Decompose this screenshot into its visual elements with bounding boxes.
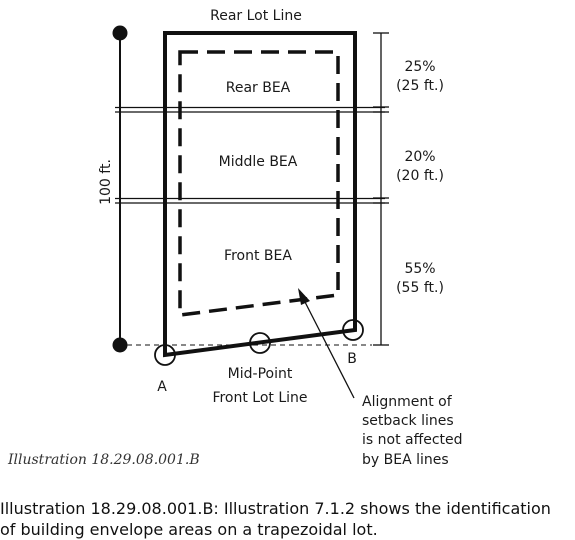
description-text: Illustration 18.29.08.001.B: Illustratio… <box>0 498 575 540</box>
point-b-marker <box>342 319 364 341</box>
depth-label: 100 ft. <box>98 159 114 205</box>
right-dimension-bar <box>373 32 389 346</box>
depth-dimension-top-dot <box>112 25 128 41</box>
note-line3: is not affected <box>362 432 463 448</box>
rear-lot-line-label: Rear Lot Line <box>210 8 302 24</box>
callout-arrowhead <box>298 288 310 305</box>
rear-bea-label: Rear BEA <box>226 80 291 96</box>
midpoint-label-line2: Front Lot Line <box>212 390 307 406</box>
illustration-caption: Illustration 18.29.08.001.B <box>8 452 200 468</box>
midpoint-label-line1: Mid-Point <box>228 366 293 382</box>
front-percent-label: 55% <box>404 261 435 277</box>
midpoint-marker <box>249 332 271 354</box>
note-line2: setback lines <box>362 413 454 429</box>
point-b-label: B <box>347 351 357 367</box>
callout-leader <box>304 301 355 399</box>
description-line2: of building envelope areas on a trapezoi… <box>0 520 378 539</box>
rear-feet-label: (25 ft.) <box>396 78 444 94</box>
bea-divider-front <box>115 197 385 204</box>
depth-dimension-bottom-dot <box>112 337 128 353</box>
point-a-label: A <box>157 379 167 395</box>
note-line4: by BEA lines <box>362 452 449 468</box>
middle-bea-label: Middle BEA <box>219 154 298 170</box>
point-a-marker <box>154 344 176 366</box>
bea-divider-rear <box>115 106 385 113</box>
middle-percent-label: 20% <box>404 149 435 165</box>
front-bea-label: Front BEA <box>224 248 292 264</box>
front-feet-label: (55 ft.) <box>396 280 444 296</box>
description-line1: Illustration 18.29.08.001.B: Illustratio… <box>0 499 551 518</box>
note-line1: Alignment of <box>362 394 453 410</box>
lot-outline <box>163 31 357 358</box>
rear-percent-label: 25% <box>404 59 435 75</box>
middle-feet-label: (20 ft.) <box>396 168 444 184</box>
